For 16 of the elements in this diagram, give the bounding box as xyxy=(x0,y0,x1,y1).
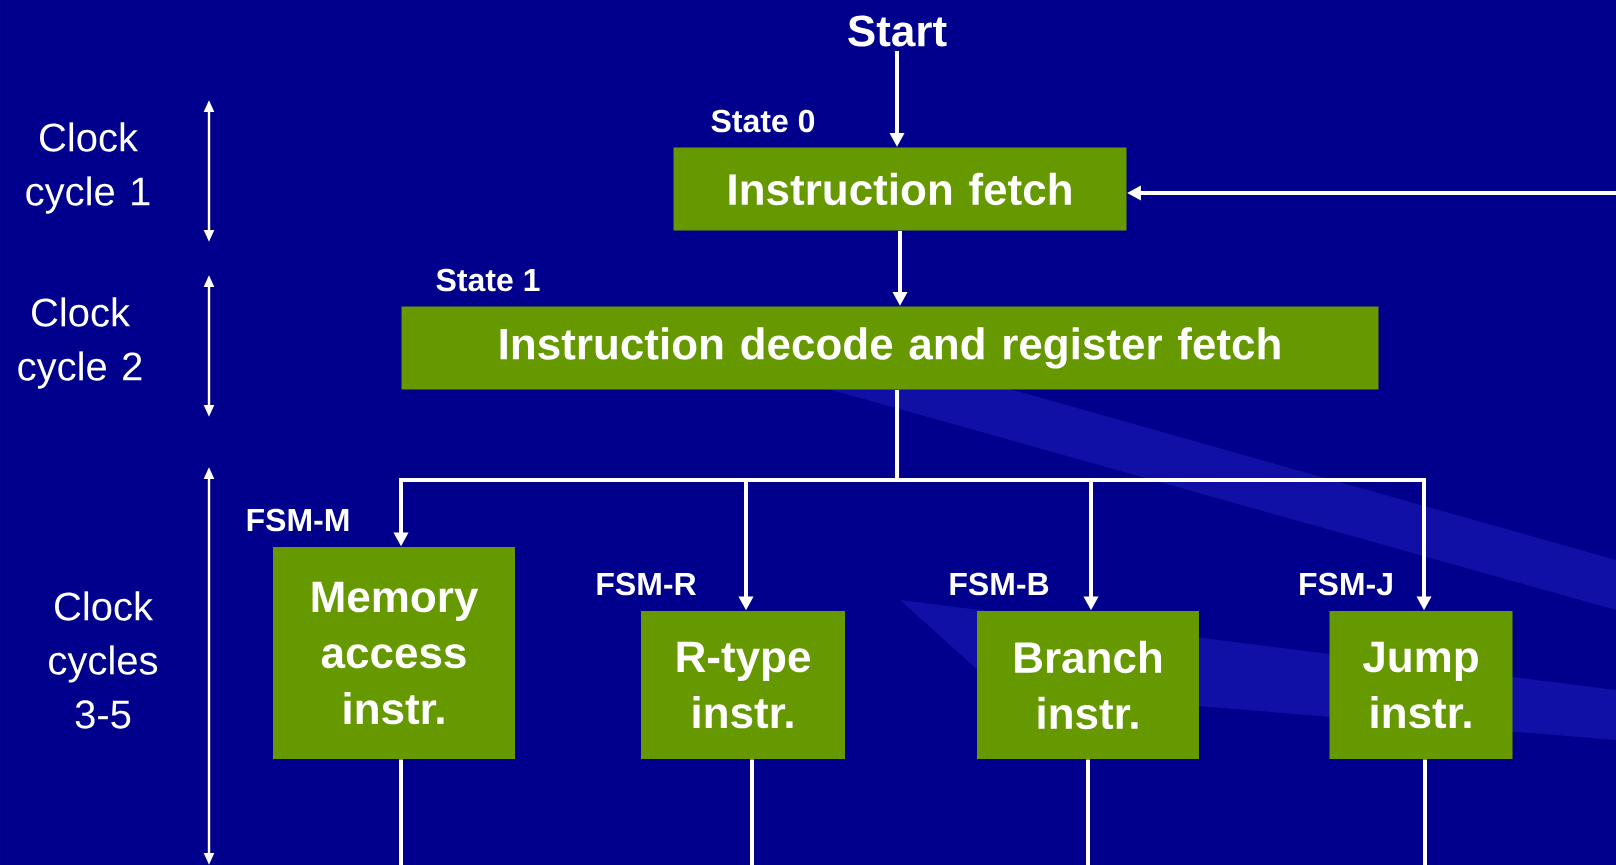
state-heading: FSM-J xyxy=(1300,572,1392,596)
state-heading: FSM-M xyxy=(247,508,349,532)
state-box: Memory access instr. xyxy=(273,547,515,759)
state-heading: FSM-B xyxy=(950,572,1049,596)
state-heading: FSM-R xyxy=(597,572,696,596)
state-box: Branch instr. xyxy=(977,611,1199,759)
start-label: Start xyxy=(848,15,947,47)
cycle-label: Clock cycles 3-5 xyxy=(49,591,158,729)
state-box: R-type instr. xyxy=(641,611,845,759)
state-box: Jump instr. xyxy=(1329,611,1513,759)
state-box: Instruction fetch xyxy=(673,147,1127,231)
state-heading: State 1 xyxy=(436,268,540,292)
cycle-label: Clock cycle 2 xyxy=(18,297,142,389)
cycle-label: Clock cycle 1 xyxy=(26,122,150,214)
state-heading: State 0 xyxy=(711,109,815,133)
state-box: Instruction decode and register fetch xyxy=(401,306,1379,390)
